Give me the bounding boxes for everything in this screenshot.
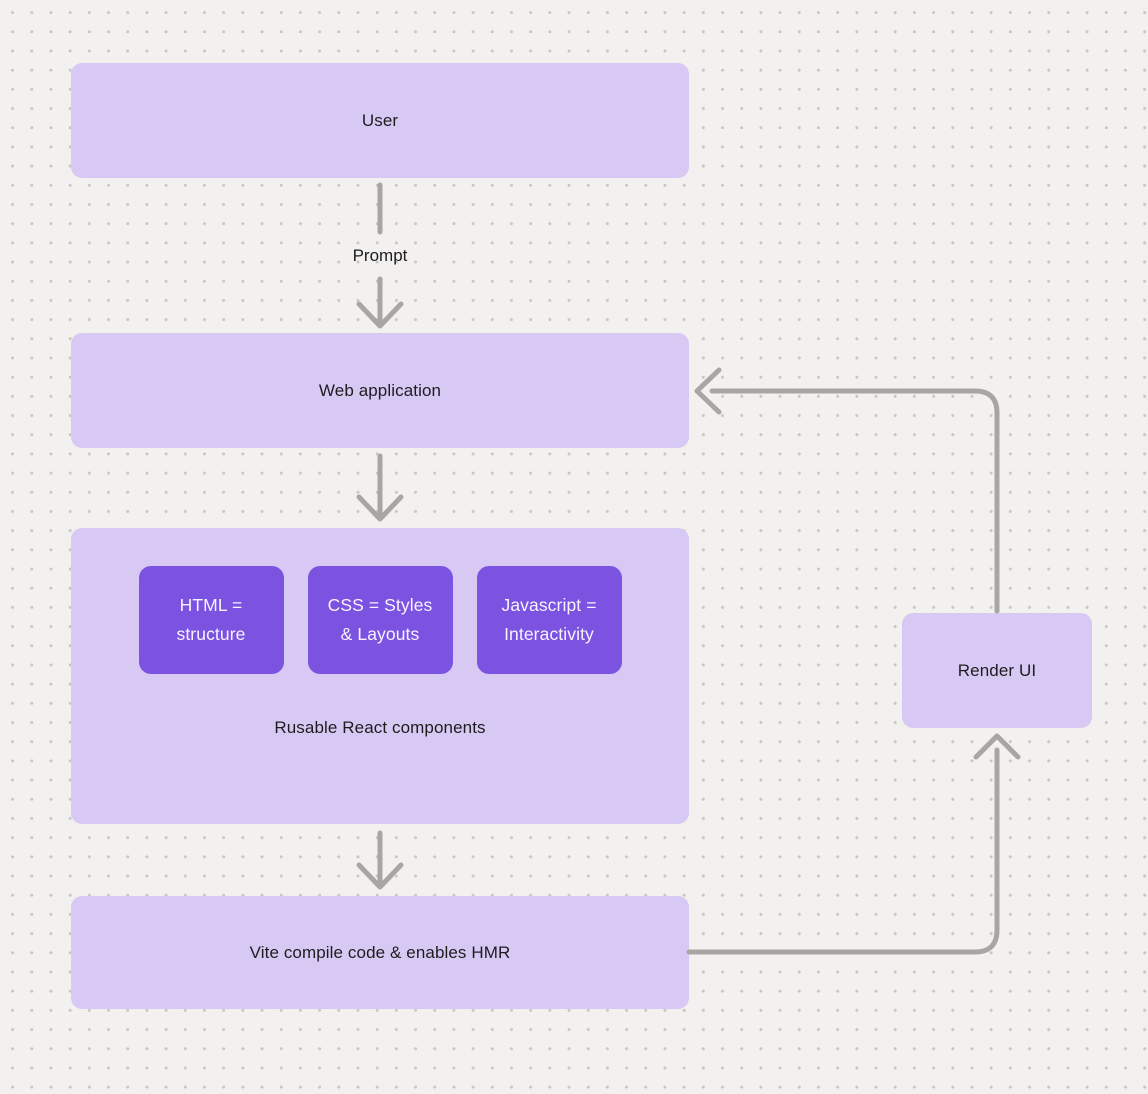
node-web-application-label: Web application — [318, 380, 442, 400]
arrow-components-to-vite-head-icon — [356, 862, 404, 890]
component-css-label: CSS = Styles & Layouts — [327, 595, 433, 644]
node-render-ui: Render UI — [902, 613, 1092, 728]
arrow-renderui-to-webapp-head-icon — [694, 367, 722, 415]
node-react-components: HTML = structure CSS = Styles & Layouts … — [71, 528, 689, 824]
component-row: HTML = structure CSS = Styles & Layouts … — [71, 566, 689, 674]
arrow-vite-to-renderui-head-icon — [973, 733, 1021, 760]
component-css: CSS = Styles & Layouts — [307, 566, 453, 674]
node-react-components-caption: Rusable React components — [274, 718, 486, 737]
component-html-label: HTML = structure — [176, 595, 246, 644]
component-javascript: Javascript = Interactivity — [476, 566, 622, 674]
arrow-user-to-webapp-head-icon — [356, 301, 404, 329]
arrow-webapp-to-components-head-icon — [356, 494, 404, 522]
node-render-ui-label: Render UI — [957, 660, 1037, 680]
arrow-renderui-to-webapp-shaft — [709, 388, 1000, 614]
edge-label-prompt: Prompt — [352, 246, 408, 265]
component-html: HTML = structure — [138, 566, 284, 674]
arrow-vite-to-renderui-shaft — [686, 747, 1000, 955]
node-user: User — [71, 63, 689, 178]
node-vite-label: Vite compile code & enables HMR — [249, 942, 511, 962]
node-vite: Vite compile code & enables HMR — [71, 896, 689, 1009]
component-javascript-label: Javascript = Interactivity — [501, 595, 597, 644]
node-user-label: User — [361, 110, 399, 130]
node-web-application: Web application — [71, 333, 689, 448]
